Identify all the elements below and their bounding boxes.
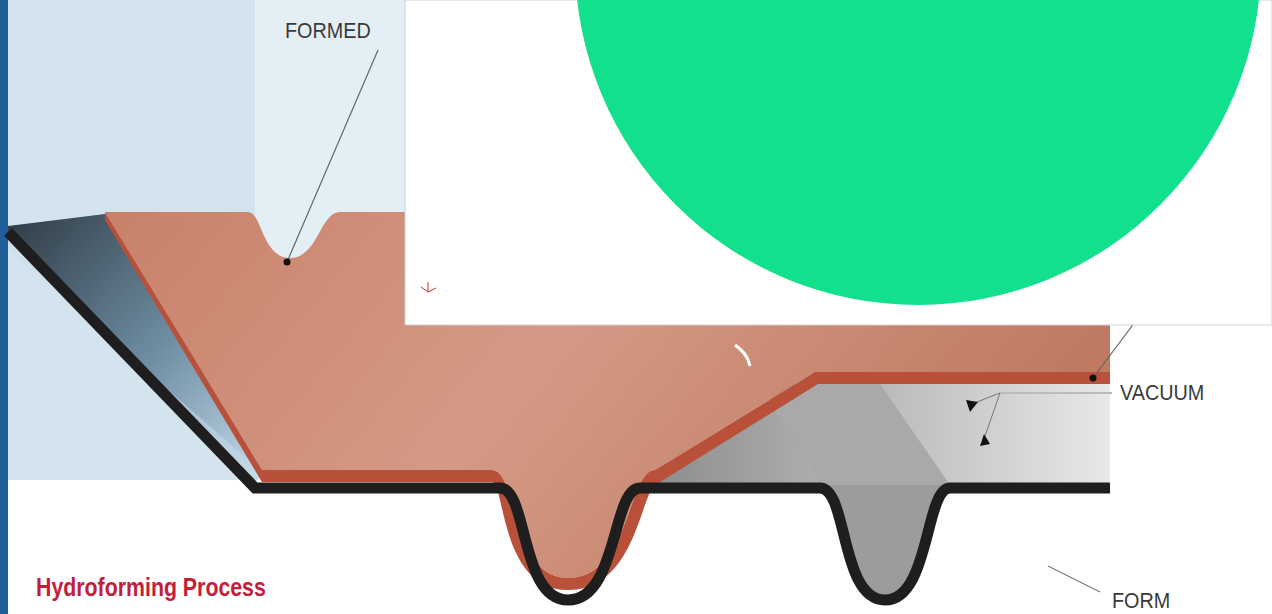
leader-dot bbox=[1090, 375, 1097, 382]
leader-dot bbox=[284, 259, 291, 266]
vacuum-arrow bbox=[980, 434, 990, 446]
leader-line bbox=[1093, 322, 1135, 378]
copper-edge bbox=[105, 212, 262, 482]
vacuum-arrow bbox=[966, 400, 978, 412]
part-label: VACUUM bbox=[1120, 380, 1204, 406]
copper-edge bbox=[262, 372, 1110, 590]
green-circle bbox=[575, 0, 1261, 305]
axis-icon bbox=[421, 282, 436, 292]
leader-line bbox=[1000, 392, 1112, 394]
leader-line bbox=[287, 50, 378, 262]
part-label: FORM bbox=[1112, 588, 1170, 614]
border-strip bbox=[0, 0, 8, 614]
part-label: FORMED bbox=[285, 18, 371, 44]
diagram-title: Hydroforming Process bbox=[36, 572, 266, 603]
leader-line bbox=[1048, 566, 1100, 592]
leader-line bbox=[985, 393, 1000, 436]
flow-arrow bbox=[735, 345, 750, 366]
